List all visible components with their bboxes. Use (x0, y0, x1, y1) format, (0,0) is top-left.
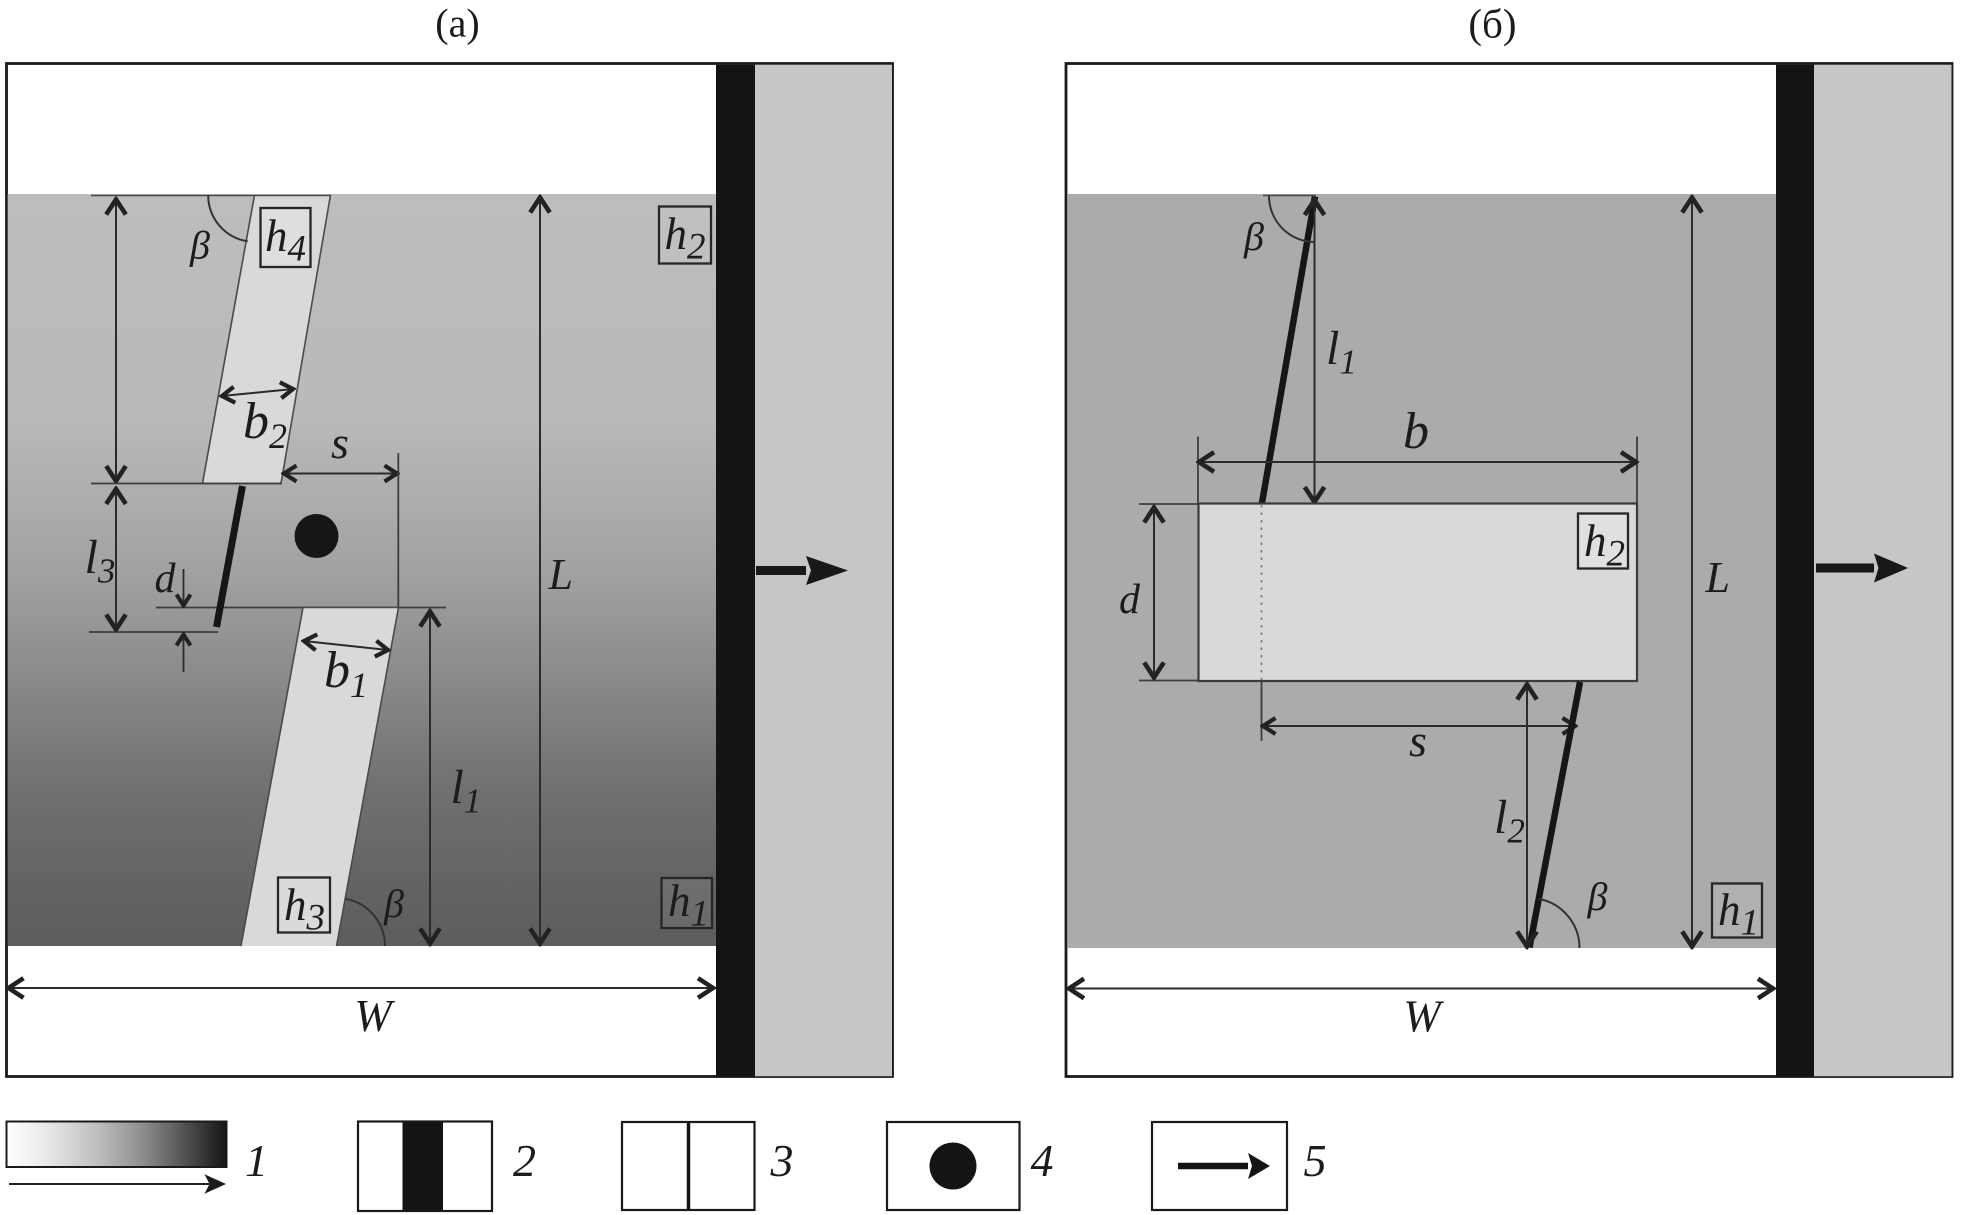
svg-text:h1: h1 (668, 876, 709, 935)
svg-text:s: s (331, 417, 349, 468)
svg-text:s: s (1409, 715, 1427, 766)
svg-text:b1: b1 (324, 642, 368, 705)
svg-text:(a): (a) (435, 1, 479, 46)
svg-text:β: β (1243, 214, 1264, 259)
svg-text:b: b (1403, 403, 1429, 460)
svg-text:2: 2 (513, 1135, 536, 1186)
svg-text:L: L (1705, 553, 1730, 602)
svg-text:β: β (383, 881, 404, 926)
svg-text:5: 5 (1304, 1135, 1327, 1186)
svg-text:β: β (1587, 874, 1608, 919)
svg-text:W: W (354, 991, 395, 1041)
svg-text:3: 3 (770, 1135, 794, 1186)
svg-text:1: 1 (245, 1135, 268, 1186)
svg-text:W: W (1403, 992, 1444, 1042)
svg-text:d: d (1119, 577, 1141, 623)
svg-text:L: L (548, 550, 573, 599)
svg-text:4: 4 (1031, 1135, 1054, 1186)
svg-text:β: β (189, 223, 210, 268)
svg-text:(б): (б) (1468, 1, 1516, 47)
svg-text:d: d (155, 556, 177, 602)
